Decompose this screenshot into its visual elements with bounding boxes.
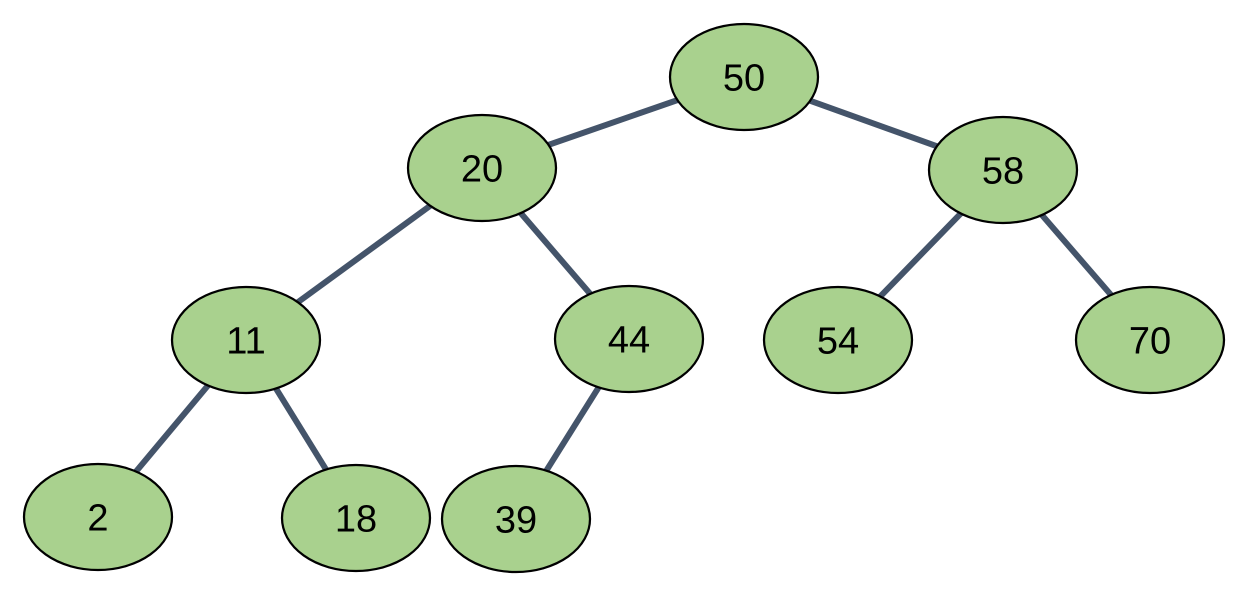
tree-nodes: 50 20 58 11 44 54 70 2 18 39 (22, 22, 1226, 574)
tree-node-58: 58 (927, 115, 1079, 225)
tree-node-11: 11 (170, 285, 322, 395)
tree-node-label: 70 (1129, 321, 1171, 363)
tree-node-ellipse (170, 285, 322, 395)
tree-node-70: 70 (1074, 285, 1226, 395)
tree-node-ellipse (762, 285, 914, 395)
tree-node-2: 2 (22, 462, 174, 572)
tree-node-44: 44 (553, 284, 705, 394)
tree-node-ellipse (406, 113, 558, 223)
tree-node-label: 58 (982, 151, 1024, 193)
tree-node-label: 2 (87, 498, 108, 540)
tree-node-54: 54 (762, 285, 914, 395)
tree-node-ellipse (440, 464, 592, 574)
tree-node-18: 18 (280, 463, 432, 573)
tree-node-ellipse (22, 462, 174, 572)
tree-node-ellipse (1074, 285, 1226, 395)
tree-node-label: 44 (608, 320, 650, 362)
tree-node-50: 50 (668, 22, 820, 132)
tree-node-39: 39 (440, 464, 592, 574)
tree-node-ellipse (553, 284, 705, 394)
tree-node-label: 20 (461, 149, 503, 191)
tree-node-label: 50 (723, 58, 765, 100)
tree-node-ellipse (927, 115, 1079, 225)
tree-node-label: 11 (226, 321, 265, 363)
tree-node-label: 39 (495, 500, 537, 542)
tree-node-ellipse (668, 22, 820, 132)
tree-node-label: 54 (817, 321, 859, 363)
tree-node-label: 18 (335, 499, 377, 541)
tree-node-20: 20 (406, 113, 558, 223)
tree-node-ellipse (280, 463, 432, 573)
